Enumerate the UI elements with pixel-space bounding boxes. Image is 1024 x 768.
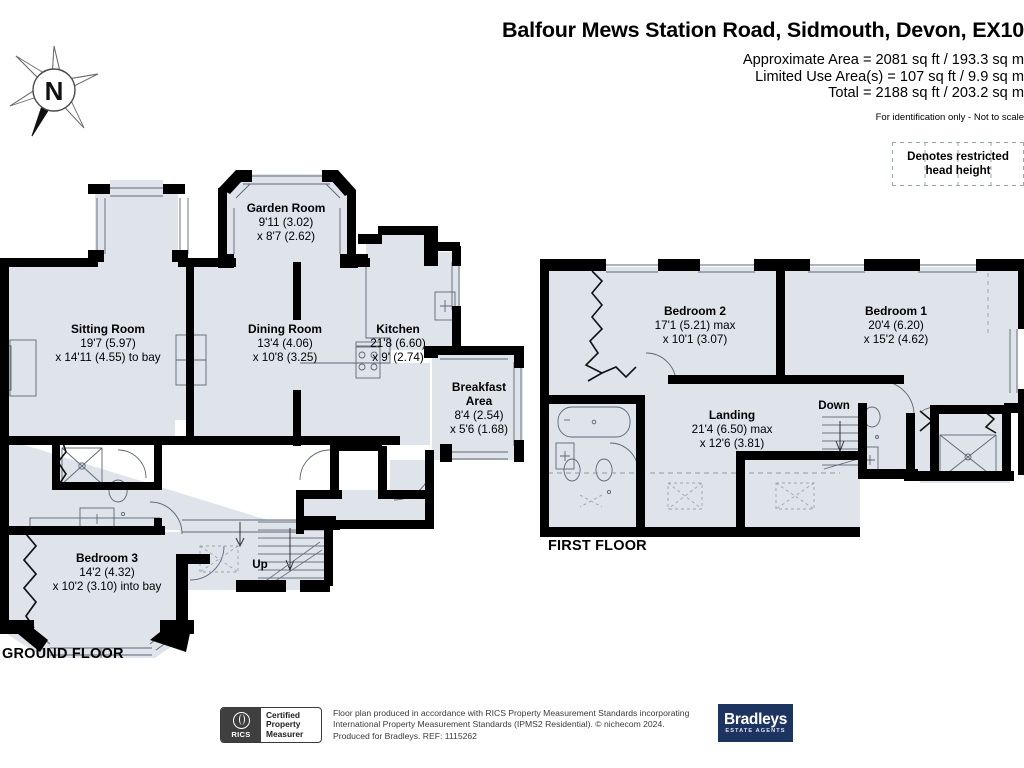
stair-down-label: Down xyxy=(818,399,850,412)
bedroom3-name: Bedroom 3 xyxy=(76,551,138,565)
room-label-landing: Landing 21'4 (6.50) max x 12'6 (3.81) xyxy=(692,408,773,450)
room-label-dining-room: Dining Room 13'4 (4.06) x 10'8 (3.25) xyxy=(248,322,322,364)
rics-certified-badge: RICS Certified Property Measurer xyxy=(220,707,322,743)
stair-up-label: Up xyxy=(252,558,267,571)
cert-line-2: Property xyxy=(266,719,301,730)
compass-rose: N xyxy=(9,45,99,137)
certified-property-measurer-text: Certified Property Measurer xyxy=(261,708,321,742)
cert-line-3: Measurer xyxy=(266,728,304,739)
landing-dim1: 21'4 (6.50) max xyxy=(692,423,773,436)
legend-line-1: Denotes restricted xyxy=(907,150,1009,163)
bedroom1-dim2: x 15'2 (4.62) xyxy=(864,333,929,346)
bedroom3-dim1: 14'2 (4.32) xyxy=(79,566,135,579)
bedroom2-dim2: x 10'1 (3.07) xyxy=(663,333,728,346)
total-area: Total = 2188 sq ft / 203.2 sq m xyxy=(828,85,1024,102)
bedroom1-dim1: 20'4 (6.20) xyxy=(868,319,924,332)
dining-room-name: Dining Room xyxy=(248,322,322,336)
disclaimer-text: For identification only - Not to scale xyxy=(875,112,1024,123)
garden-room-dim2: x 8'7 (2.62) xyxy=(257,230,315,243)
footer-note-line-1: Floor plan produced in accordance with R… xyxy=(333,708,690,718)
ground-floor-plan: Sitting Room 19'7 (5.97) x 14'11 (4.55) … xyxy=(0,170,524,658)
landing-dim2: x 12'6 (3.81) xyxy=(700,437,765,450)
floor-fill xyxy=(8,174,523,658)
room-label-breakfast-area: Breakfast Area 8'4 (2.54) x 5'6 (1.68) xyxy=(450,380,508,436)
room-label-sitting-room: Sitting Room 19'7 (5.97) x 14'11 (4.55) … xyxy=(55,322,160,364)
compass-north-label: N xyxy=(45,76,64,106)
rics-logo-icon: RICS xyxy=(221,708,261,742)
bedroom1-name: Bedroom 1 xyxy=(865,304,927,318)
footer-note-line-3: Produced for Bradleys. REF: 1115262 xyxy=(333,730,477,741)
legend-line-2: head height xyxy=(925,163,991,177)
restricted-head-height-legend: Denotes restricted head height xyxy=(892,150,1024,177)
breakfast-dim2: x 5'6 (1.68) xyxy=(450,423,508,436)
sitting-room-dim1: 19'7 (5.97) xyxy=(80,337,136,350)
kitchen-dim1: 21'8 (6.60) xyxy=(370,337,426,350)
bedroom3-dim2: x 10'2 (3.10) into bay xyxy=(53,580,162,593)
bedroom2-dim1: 17'1 (5.21) max xyxy=(655,319,736,332)
limited-use-area: Limited Use Area(s) = 107 sq ft / 9.9 sq… xyxy=(755,68,1024,85)
kitchen-dim2: x 9' (2.74) xyxy=(372,351,424,364)
dining-room-dim1: 13'4 (4.06) xyxy=(257,337,313,350)
bradleys-logo: Bradleys ESTATE AGENTS xyxy=(718,704,793,742)
sitting-room-dim2: x 14'11 (4.55) to bay xyxy=(55,351,160,364)
room-label-garden-room: Garden Room 9'11 (3.02) x 8'7 (2.62) xyxy=(247,201,326,243)
cert-line-1: Certified xyxy=(266,709,300,720)
garden-room-dim1: 9'11 (3.02) xyxy=(259,216,314,229)
approximate-area: Approximate Area = 2081 sq ft / 193.3 sq… xyxy=(742,52,1024,68)
room-label-bedroom-1: Bedroom 1 20'4 (6.20) x 15'2 (4.62) xyxy=(864,304,929,346)
room-label-kitchen: Kitchen 21'8 (6.60) x 9' (2.74) xyxy=(370,322,426,364)
breakfast-name-1: Breakfast xyxy=(452,380,506,394)
first-floor-plan: Bedroom 2 17'1 (5.21) max x 10'1 (3.07) … xyxy=(540,259,1024,537)
page-title: Balfour Mews Station Road, Sidmouth, Dev… xyxy=(502,18,1024,42)
brand-subtitle: ESTATE AGENTS xyxy=(725,728,786,734)
kitchen-name: Kitchen xyxy=(376,322,420,336)
room-label-bedroom-3: Bedroom 3 14'2 (4.32) x 10'2 (3.10) into… xyxy=(53,551,162,593)
rics-wordmark: RICS xyxy=(231,729,251,739)
landing-name: Landing xyxy=(709,408,755,422)
garden-room-name: Garden Room xyxy=(247,201,326,215)
breakfast-dim1: 8'4 (2.54) xyxy=(454,409,503,422)
footer-note-line-2: International Property Measurement Stand… xyxy=(333,719,665,730)
globe-icon xyxy=(232,711,250,729)
brand-name: Bradleys xyxy=(723,711,788,728)
floor-fill xyxy=(548,267,1018,533)
sitting-room-name: Sitting Room xyxy=(71,322,145,336)
ground-floor-label: GROUND FLOOR xyxy=(2,646,124,662)
breakfast-name-2: Area xyxy=(466,394,493,408)
room-label-bedroom-2: Bedroom 2 17'1 (5.21) max x 10'1 (3.07) xyxy=(655,304,736,346)
dining-room-dim2: x 10'8 (3.25) xyxy=(253,351,318,364)
first-floor-label: FIRST FLOOR xyxy=(548,538,647,554)
bedroom2-name: Bedroom 2 xyxy=(664,304,726,318)
footer-disclaimer: Floor plan produced in accordance with R… xyxy=(333,708,713,742)
area-summary: Approximate Area = 2081 sq ft / 193.3 sq… xyxy=(540,52,1024,102)
